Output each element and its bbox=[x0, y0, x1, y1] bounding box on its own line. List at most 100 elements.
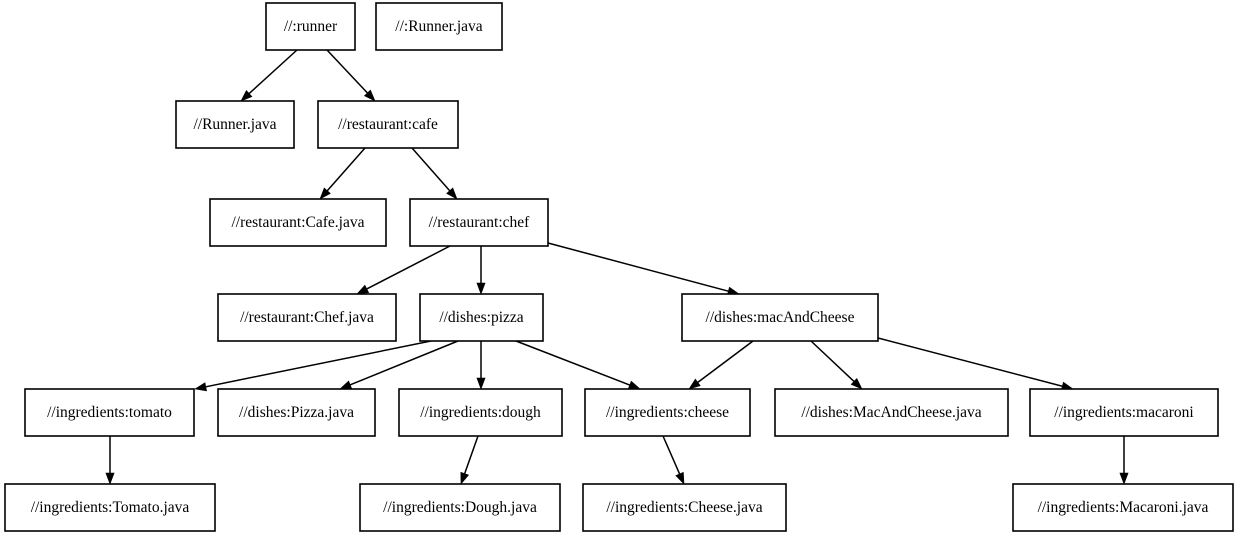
edge-line bbox=[205, 340, 432, 388]
node-label: //ingredients:tomato bbox=[47, 404, 172, 421]
node-label: //:runner bbox=[284, 18, 338, 35]
arrowhead-icon bbox=[240, 90, 253, 102]
arrowhead-icon bbox=[476, 377, 486, 390]
node-box[interactable] bbox=[582, 483, 787, 532]
node-box[interactable] bbox=[175, 100, 295, 149]
node-ingDoughJava[interactable]: //ingredients:Dough.java bbox=[359, 483, 561, 532]
edge-restaurantChef-to-dishesPizza bbox=[476, 246, 486, 295]
arrowhead-icon bbox=[460, 471, 470, 485]
node-box[interactable] bbox=[317, 100, 459, 149]
node-box[interactable] bbox=[217, 388, 376, 437]
edge-dishesPizza-to-ingCheese bbox=[515, 340, 641, 390]
arrowhead-icon bbox=[105, 472, 115, 485]
edge-layer bbox=[105, 49, 1129, 485]
node-ingMacaroni[interactable]: //ingredients:macaroni bbox=[1029, 388, 1219, 437]
node-dishesMacAndCheese[interactable]: //dishes:macAndCheese bbox=[681, 293, 879, 342]
node-label: //ingredients:Tomato.java bbox=[31, 499, 190, 516]
edge-line bbox=[326, 49, 369, 94]
arrowhead-icon bbox=[319, 187, 331, 200]
node-label: //ingredients:cheese bbox=[606, 404, 729, 421]
node-box[interactable] bbox=[1012, 483, 1234, 532]
edge-line bbox=[248, 49, 298, 95]
node-label: //restaurant:chef bbox=[429, 214, 531, 231]
edge-restaurantChef-to-restaurantChefJava bbox=[356, 245, 451, 295]
edge-dishesPizza-to-ingTomato bbox=[194, 340, 432, 392]
node-restaurantChef[interactable]: //restaurant:chef bbox=[409, 198, 549, 247]
node-box[interactable] bbox=[265, 2, 356, 51]
node-label: //dishes:Pizza.java bbox=[239, 404, 354, 421]
node-RunnerJavaRoot[interactable]: //:Runner.java bbox=[375, 2, 503, 51]
node-label: //ingredients:macaroni bbox=[1054, 404, 1194, 421]
edge-dishesPizza-to-dishesPizzaJava bbox=[339, 340, 459, 390]
edge-restaurantCafe-to-restaurantChef bbox=[411, 147, 458, 200]
edge-line bbox=[349, 340, 459, 386]
node-label: //dishes:MacAndCheese.java bbox=[801, 404, 981, 421]
edge-ingTomato-to-ingTomatoJava bbox=[105, 436, 115, 485]
edge-runner-to-restaurantCafe bbox=[326, 49, 376, 102]
node-box[interactable] bbox=[398, 388, 563, 437]
arrowhead-icon bbox=[476, 282, 486, 295]
node-box[interactable] bbox=[217, 293, 397, 342]
node-dishesPizza[interactable]: //dishes:pizza bbox=[419, 293, 544, 342]
arrowhead-icon bbox=[675, 471, 685, 485]
node-restaurantCafe[interactable]: //restaurant:cafe bbox=[317, 100, 459, 149]
node-box[interactable] bbox=[419, 293, 544, 342]
arrowhead-icon bbox=[339, 380, 353, 390]
arrowhead-icon bbox=[446, 187, 458, 200]
node-ingDough[interactable]: //ingredients:dough bbox=[398, 388, 563, 437]
node-box[interactable] bbox=[774, 388, 1009, 437]
node-label: //restaurant:Chef.java bbox=[240, 309, 374, 326]
arrowhead-icon bbox=[194, 382, 207, 392]
node-box[interactable] bbox=[375, 2, 503, 51]
edge-line bbox=[877, 337, 1063, 387]
edge-line bbox=[810, 340, 855, 383]
node-layer: //:runner //:Runner.java //Runner.java //re… bbox=[4, 2, 1234, 532]
node-label: //:Runner.java bbox=[395, 18, 483, 35]
node-label: //ingredients:Cheese.java bbox=[606, 499, 762, 516]
node-label: //Runner.java bbox=[193, 116, 276, 133]
node-label: //ingredients:dough bbox=[420, 404, 541, 421]
edge-line bbox=[662, 435, 681, 475]
node-restaurantChefJava[interactable]: //restaurant:Chef.java bbox=[217, 293, 397, 342]
node-label: //ingredients:Dough.java bbox=[383, 499, 537, 516]
node-dishesPizzaJava[interactable]: //dishes:Pizza.java bbox=[217, 388, 376, 437]
node-ingCheeseJava[interactable]: //ingredients:Cheese.java bbox=[582, 483, 787, 532]
node-box[interactable] bbox=[584, 388, 751, 437]
edge-line bbox=[366, 245, 451, 290]
edge-line bbox=[697, 340, 754, 383]
node-label: //restaurant:Cafe.java bbox=[232, 214, 365, 231]
arrowhead-icon bbox=[627, 380, 641, 390]
node-box[interactable] bbox=[409, 198, 549, 247]
node-ingMacaroniJava[interactable]: //ingredients:Macaroni.java bbox=[1012, 483, 1234, 532]
arrowhead-icon bbox=[1119, 472, 1129, 485]
node-dishesMacJava[interactable]: //dishes:MacAndCheese.java bbox=[774, 388, 1009, 437]
edge-dishesPizza-to-ingDough bbox=[476, 341, 486, 390]
node-runner[interactable]: //:runner bbox=[265, 2, 356, 51]
node-box[interactable] bbox=[359, 483, 561, 532]
node-box[interactable] bbox=[4, 483, 216, 532]
arrowhead-icon bbox=[688, 378, 701, 390]
node-restaurantCafeJava[interactable]: //restaurant:Cafe.java bbox=[209, 198, 387, 247]
arrowhead-icon bbox=[356, 284, 370, 295]
arrowhead-icon bbox=[363, 89, 376, 102]
node-ingCheese[interactable]: //ingredients:cheese bbox=[584, 388, 751, 437]
node-box[interactable] bbox=[24, 388, 195, 437]
edge-ingMacaroni-to-ingMacaroniJava bbox=[1119, 436, 1129, 485]
node-label: //restaurant:cafe bbox=[338, 116, 438, 133]
node-ingTomatoJava[interactable]: //ingredients:Tomato.java bbox=[4, 483, 216, 532]
edge-dishesMacAndCheese-to-ingCheese bbox=[688, 340, 754, 390]
edge-ingCheese-to-ingCheeseJava bbox=[662, 435, 685, 485]
node-box[interactable] bbox=[1029, 388, 1219, 437]
edge-restaurantChef-to-dishesMacAndCheese bbox=[547, 242, 740, 296]
arrowhead-icon bbox=[850, 377, 863, 390]
edge-dishesMacAndCheese-to-ingMacaroni bbox=[877, 337, 1074, 391]
node-label: //dishes:pizza bbox=[439, 309, 523, 326]
edge-line bbox=[515, 340, 631, 386]
edge-runner-to-RunnerJava bbox=[240, 49, 298, 102]
edge-line bbox=[547, 242, 729, 292]
node-ingTomato[interactable]: //ingredients:tomato bbox=[24, 388, 195, 437]
node-box[interactable] bbox=[681, 293, 879, 342]
node-box[interactable] bbox=[209, 198, 387, 247]
node-RunnerJava[interactable]: //Runner.java bbox=[175, 100, 295, 149]
